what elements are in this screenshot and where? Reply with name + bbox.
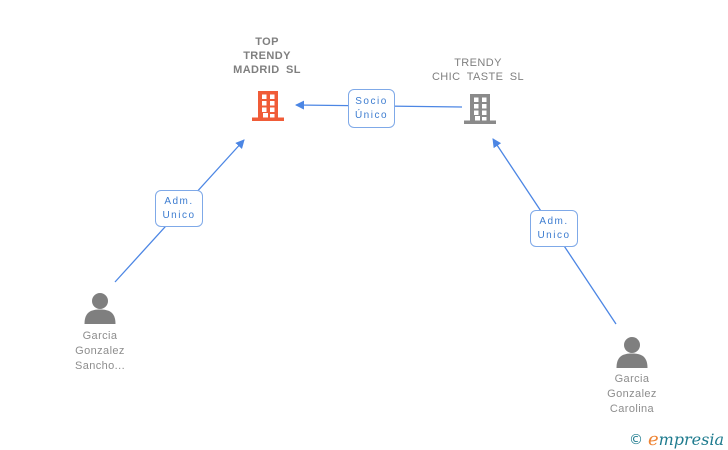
brand-text: empresia — [648, 429, 724, 450]
person-name-garcia-gonzalez-sancho[interactable]: Garcia Gonzalez Sancho... — [30, 329, 170, 374]
building-icon[interactable] — [463, 92, 497, 126]
person-name-line: Sancho... — [74, 360, 126, 372]
person-name-line: Gonzalez — [607, 388, 657, 400]
empresia-logo[interactable]: © empresia — [629, 429, 724, 450]
person-name-line: Garcia — [614, 373, 650, 385]
company-name-line: TRENDY — [454, 57, 502, 69]
brand-initial: e — [647, 429, 659, 450]
company-name-top-trendy-madrid-sl[interactable]: TOP TRENDY MADRID SL — [197, 35, 337, 77]
company-name-trendy-chic-taste-sl[interactable]: TRENDY CHIC TASTE SL — [408, 56, 548, 84]
relation-label-socio-unico: Socio Único — [348, 89, 395, 128]
person-name-line: Gonzalez — [75, 345, 125, 357]
relation-label-line: Socio — [355, 95, 388, 107]
person-icon[interactable] — [81, 292, 119, 324]
person-icon[interactable] — [613, 336, 651, 368]
company-name-line: MADRID SL — [233, 64, 301, 76]
relation-label-line: Adm. — [164, 195, 194, 207]
building-icon[interactable] — [251, 89, 285, 123]
copyright-icon: © — [628, 431, 643, 448]
company-name-line: TRENDY — [243, 50, 291, 62]
relation-label-adm-unico-right: Adm. Unico — [530, 210, 578, 247]
brand-rest: mpresia — [658, 430, 724, 449]
company-name-line: TOP — [255, 36, 279, 48]
person-name-line: Garcia — [82, 330, 118, 342]
relation-label-line: Adm. — [539, 215, 569, 227]
person-name-line: Carolina — [609, 403, 655, 415]
relation-label-line: Único — [354, 109, 389, 121]
company-name-line: CHIC TASTE SL — [431, 71, 525, 83]
relation-label-adm-unico-left: Adm. Unico — [155, 190, 203, 227]
person-name-garcia-gonzalez-carolina[interactable]: Garcia Gonzalez Carolina — [562, 372, 702, 417]
relation-label-line: Unico — [537, 229, 571, 241]
relation-label-line: Unico — [162, 209, 196, 221]
